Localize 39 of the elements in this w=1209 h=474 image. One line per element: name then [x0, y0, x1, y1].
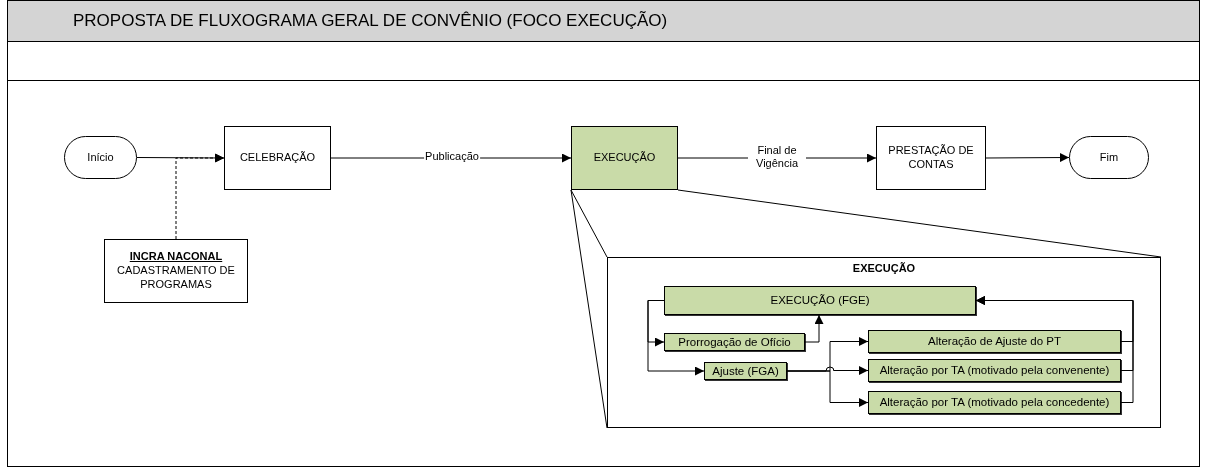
- terminator-shape: [64, 136, 137, 179]
- process-box: [868, 330, 1121, 353]
- node-label: Prorrogação de Ofício: [677, 334, 792, 350]
- arrow: [804, 314, 824, 343]
- panel-heading: EXECUÇÃO: [851, 262, 917, 276]
- process-box: [868, 359, 1121, 382]
- node-label: CADASTRAMENTO DE PROGRAMAS: [116, 264, 236, 292]
- zoom-callout-line: [570, 189, 608, 258]
- process-box: [664, 333, 805, 351]
- terminator-shape: [1069, 136, 1149, 179]
- edge-label: Final de Vigência: [748, 143, 806, 171]
- node-label: Fim: [1098, 150, 1120, 165]
- process-box: [104, 239, 248, 303]
- process-box: [876, 126, 986, 190]
- node-label: Alteração de Ajuste do PT: [927, 334, 1062, 349]
- arrow: [175, 153, 225, 240]
- zoom-callout-line: [570, 189, 608, 429]
- node-label: Alteração por TA (motivado pela concedente): [878, 395, 1111, 410]
- process-box: [571, 126, 678, 190]
- arrow: [647, 300, 705, 376]
- process-box: [868, 391, 1121, 414]
- detail-panel: [607, 257, 1161, 428]
- node-label: Alteração por TA (motivado pela convenente): [878, 363, 1111, 378]
- node-label: Início: [86, 150, 115, 165]
- edge-label: Publicação: [424, 150, 480, 164]
- process-box: [664, 286, 976, 315]
- arrow: [975, 296, 1134, 403]
- node-label: CELEBRAÇÃO: [238, 151, 317, 165]
- node-label: EXECUÇÃO: [592, 151, 657, 165]
- arrow: [985, 153, 1070, 163]
- zoom-callout-line: [677, 189, 1162, 258]
- node-label: PRESTAÇÃO DE CONTAS: [887, 144, 975, 172]
- process-box: [224, 126, 331, 190]
- node-label: INCRA NACONAL: [128, 250, 224, 265]
- node-label: EXECUÇÃO (FGE): [769, 293, 871, 308]
- node-label: Ajuste (FGA): [711, 363, 780, 379]
- process-box: [704, 362, 787, 380]
- arrow: [786, 370, 869, 407]
- diagram-title: PROPOSTA DE FLUXOGRAMA GERAL DE CONVÊNIO (FOCO EXECUÇÃO): [73, 11, 668, 31]
